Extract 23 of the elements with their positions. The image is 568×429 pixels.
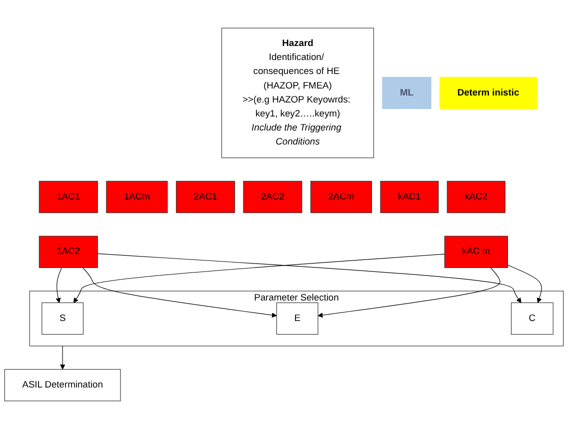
node-box: ML	[382, 76, 432, 110]
node-box: Determ inistic	[440, 76, 537, 110]
arrow	[318, 267, 500, 318]
node-box: 2AC1	[176, 180, 235, 214]
node-box: 2AC2	[243, 180, 302, 214]
node-box: Hazard Identification/ consequences of HE (HAZOP, FMEA) >>(e.g HAZOP Keyowrds: key1, key2…..keym) Include the Triggering Conditions	[221, 28, 374, 158]
arrow	[507, 264, 542, 303]
node-box: E	[276, 302, 318, 335]
node-box: kAC2	[446, 180, 506, 214]
node-box: 1AC2	[38, 236, 98, 268]
node-box: ASIL Determination	[4, 369, 121, 402]
arrow	[82, 267, 277, 318]
node-box: C	[510, 302, 554, 335]
node-box: kAC m	[444, 236, 508, 268]
node-box: 1AC1	[38, 180, 98, 214]
node-box: 2ACm	[310, 180, 372, 214]
node-box: kAC1	[380, 180, 439, 214]
arrow	[56, 267, 62, 303]
node-box: 1ACm	[106, 180, 168, 214]
arrow	[97, 253, 522, 303]
arrow	[73, 254, 445, 303]
arrow	[60, 346, 66, 370]
node-box: S	[42, 302, 84, 335]
